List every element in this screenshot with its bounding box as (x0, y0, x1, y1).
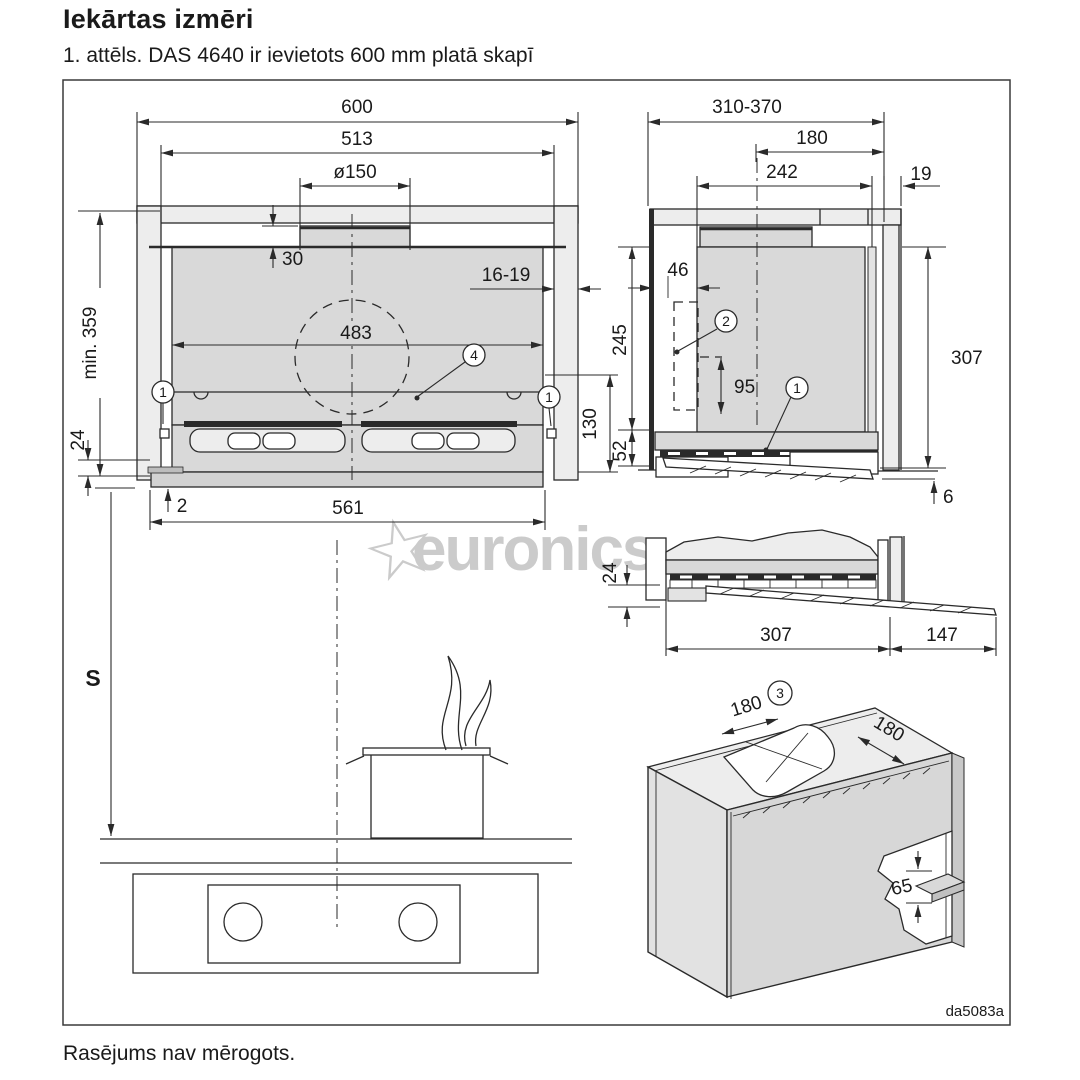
dim-cabinet-depth: 310-370 (647, 97, 885, 206)
burner-right (398, 902, 438, 942)
svg-text:130: 130 (580, 408, 601, 440)
screw-right (546, 428, 557, 439)
svg-text:483: 483 (340, 323, 372, 344)
svg-text:46: 46 (667, 260, 688, 281)
figure-caption: 1. attēls. DAS 4640 ir ievietots 600 mm … (63, 44, 534, 67)
svg-text:24: 24 (68, 429, 89, 451)
dim-duct-axis: 95 (717, 358, 755, 414)
dim-body-depth: 242 (696, 162, 873, 247)
iso-rear-panel (951, 752, 965, 948)
hood-body-section (654, 158, 879, 483)
svg-text:513: 513 (341, 129, 373, 150)
svg-text:600: 600 (341, 97, 373, 118)
svg-text:ø150: ø150 (333, 162, 376, 183)
svg-text:min. 359: min. 359 (80, 307, 101, 380)
dim-total-height: 307 (880, 246, 983, 469)
dim-duct-diameter: ø150 (299, 162, 411, 250)
svg-text:4: 4 (470, 347, 478, 363)
dim-lower-edge: 24 (68, 429, 92, 496)
flame-icon (441, 655, 492, 751)
svg-text:561: 561 (332, 498, 364, 519)
svg-text:24: 24 (600, 562, 621, 584)
svg-text:3: 3 (776, 685, 784, 701)
hob-outline (132, 873, 539, 974)
callout-screw-right: 1 (537, 385, 561, 427)
section-view: 310-370 180 242 19 (610, 97, 983, 508)
callout-filter: 4 (414, 343, 486, 401)
watermark-text: euronics (412, 515, 654, 584)
drawing-code: da5083a (946, 1003, 1005, 1020)
pot (345, 747, 509, 839)
top-cutout (722, 724, 835, 798)
dim-bottom-protrusion: 6 (882, 478, 954, 508)
svg-text:52: 52 (610, 440, 631, 461)
svg-text:30: 30 (282, 249, 303, 270)
dim-duct-rear-offset: 180 (755, 128, 884, 162)
dim-cutout-width: 483 (172, 322, 543, 349)
hob-and-pot (100, 540, 572, 974)
callout-flap: 1 (763, 376, 809, 453)
page-title: Iekārtas izmēri (63, 4, 254, 34)
svg-text:147: 147 (926, 625, 958, 646)
dim-visor-offset: 2 (158, 486, 205, 517)
pullout-view: 24 307 147 (600, 529, 997, 656)
callout-screw-left: 1 (151, 380, 175, 424)
dim-front-visible-height: 130 (545, 374, 618, 473)
svg-text:6: 6 (943, 487, 954, 508)
dim-body-width: 561 (149, 490, 546, 530)
svg-text:1: 1 (793, 380, 801, 396)
dim-cabinet-width: 600 (136, 97, 579, 206)
flap-open (705, 585, 997, 616)
dim-collar-height: 30 (262, 205, 303, 270)
svg-text:95: 95 (734, 377, 755, 398)
svg-text:65: 65 (889, 875, 914, 900)
dim-body-width-top: 513 (160, 129, 555, 222)
dim-pullout-depth: 307 (665, 600, 997, 656)
front-view: 600 513 ø150 30 (68, 97, 618, 974)
dim-extension: 147 (890, 625, 996, 653)
callout-kit: 2 (674, 309, 738, 355)
burner-left (223, 902, 263, 942)
svg-text:245: 245 (610, 324, 631, 356)
svg-text:307: 307 (951, 348, 983, 369)
svg-text:180: 180 (796, 128, 828, 149)
svg-text:19: 19 (910, 164, 931, 185)
mounting-bracket-detail: 65 (877, 830, 966, 945)
dim-min-niche-height: min. 359 (78, 210, 160, 477)
dim-drop: 24 (600, 562, 660, 627)
dim-rear-panel: 19 (883, 164, 940, 222)
svg-text:16-19: 16-19 (482, 265, 531, 286)
callout-cutout: 3 (767, 680, 793, 706)
visor (150, 471, 544, 488)
svg-text:307: 307 (760, 625, 792, 646)
dim-bracket-height: 65 (889, 851, 932, 923)
footer-note: Rasējums nav mērogots. (63, 1042, 296, 1065)
cabinet-front (136, 205, 579, 481)
dim-body-height: 245 (610, 246, 650, 431)
svg-text:242: 242 (766, 162, 798, 183)
svg-text:S: S (85, 665, 100, 691)
dim-side-panel-thickness: 16-19 (470, 265, 601, 293)
flap-closed (662, 457, 874, 483)
svg-text:1: 1 (159, 384, 167, 400)
recirculation-kit-dashed (673, 301, 699, 411)
dim-lower-section: 52 (610, 430, 650, 467)
screw-left (159, 428, 170, 439)
dim-hob-distance: S (85, 487, 135, 836)
svg-text:2: 2 (177, 496, 188, 517)
svg-text:1: 1 (545, 389, 553, 405)
svg-text:310-370: 310-370 (712, 97, 782, 118)
iso-view: 180 180 3 65 (646, 680, 966, 999)
cabinet-section (638, 208, 938, 472)
svg-text:2: 2 (722, 313, 730, 329)
